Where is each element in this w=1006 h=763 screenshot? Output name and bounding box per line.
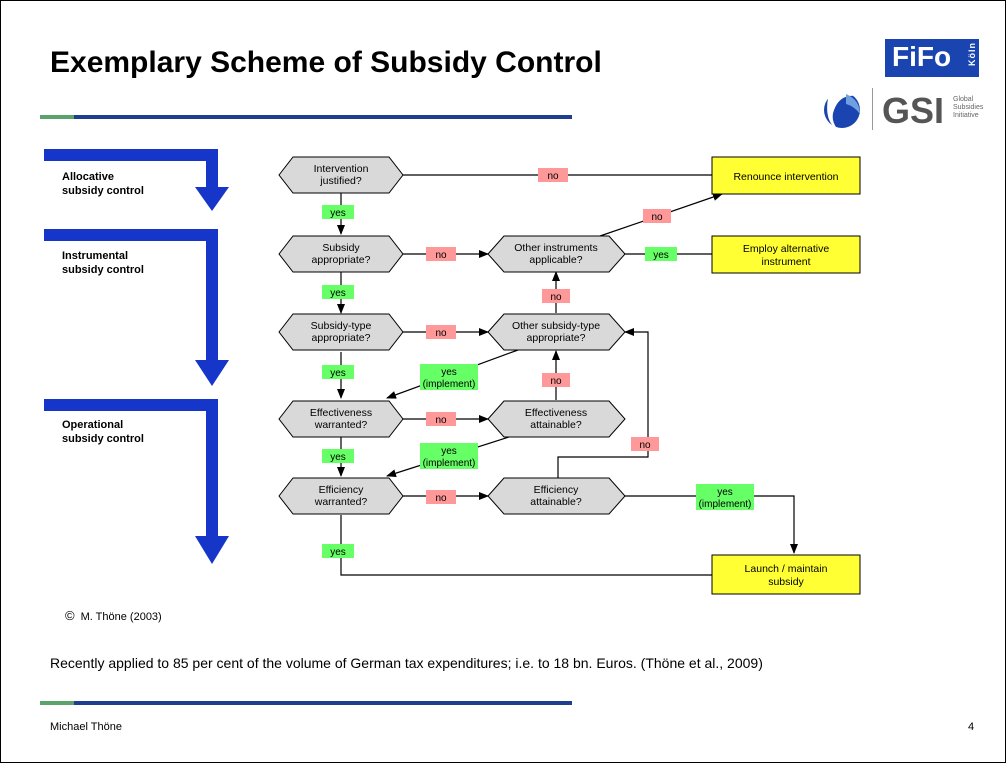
outcome-text: subsidy (768, 576, 804, 588)
footer-rule (40, 701, 572, 705)
decision-efficiency-attainable (487, 477, 626, 515)
edge-label-no (643, 209, 671, 223)
node-text: Other instruments (514, 242, 597, 254)
edge-label-text: yes (653, 250, 669, 261)
outcome-launch-maintain-subsidy (711, 554, 861, 595)
edge-label-no (426, 412, 456, 426)
edge-label-yes (645, 247, 677, 261)
level-label-operational-2: subsidy control (62, 433, 144, 445)
edge-label-text: yes (441, 367, 457, 378)
decision-effectiveness-attainable (487, 400, 626, 438)
node-text: Efficiency (319, 484, 364, 496)
edge-label-no (542, 373, 570, 387)
decision-subsidy-appropriate (278, 235, 404, 273)
edge-label-text: (implement) (423, 379, 476, 390)
edge-label-text: no (435, 250, 447, 261)
outcome-text: Employ alternative (743, 243, 830, 255)
application-note: Recently applied to 85 per cent of the v… (50, 655, 763, 671)
edge-label-yes (322, 365, 354, 379)
edge-label-text: no (435, 415, 447, 426)
node-text: Efficiency (534, 484, 579, 496)
edge-label-text: yes (330, 452, 346, 463)
edge-label-text: yes (330, 208, 346, 219)
edge-label-no (542, 289, 570, 303)
edge-label-text: yes (330, 547, 346, 558)
decision-other-instruments-applicable (487, 235, 626, 273)
level-label-operational: Operational (62, 419, 123, 431)
node-text: justified? (319, 175, 362, 187)
outcome-text: Renounce intervention (733, 171, 838, 183)
edge-label-text: no (639, 440, 651, 451)
edge-label-yes-implement (420, 364, 478, 390)
edge-label-text: no (547, 171, 559, 182)
edge-label-no (631, 437, 659, 451)
node-text: attainable? (530, 419, 582, 431)
decision-intervention-justified (278, 156, 404, 194)
node-text: appropriate? (527, 332, 586, 344)
gsi-globe-icon (824, 90, 860, 130)
node-text: Other subsidy-type (512, 320, 600, 332)
title-rule (40, 115, 572, 119)
decision-other-subsidy-type-appropriate (487, 313, 626, 351)
decision-subsidy-type-appropriate (278, 313, 404, 351)
edge-label-yes-implement (696, 484, 754, 510)
page-number: 4 (968, 721, 975, 733)
node-text: Effectiveness (525, 407, 587, 419)
level-label-instrumental: Instrumental (62, 250, 128, 262)
node-text: Subsidy (322, 242, 360, 254)
edge-label-text: no (651, 212, 663, 223)
edge-label-text: yes (330, 288, 346, 299)
gsi-logo: GSI Global Subsidies Initiative (820, 86, 990, 136)
fifo-logo: FiFo Köln (885, 39, 979, 77)
slide-title: Exemplary Scheme of Subsidy Control (50, 46, 602, 79)
edge-label-text: yes (717, 487, 733, 498)
edge-label-text: no (550, 376, 562, 387)
node-text: applicable? (529, 254, 582, 266)
edge-label-yes-implement (420, 443, 478, 469)
level-arrow-operational (44, 399, 229, 564)
edge-label-text: no (435, 328, 447, 339)
node-text: warranted? (314, 419, 368, 431)
edge-label-text: no (550, 292, 562, 303)
edge-label-yes (322, 285, 354, 299)
decision-effectiveness-warranted (278, 400, 404, 438)
node-text: warranted? (314, 496, 368, 508)
level-label-allocative-2: subsidy control (62, 185, 144, 197)
edge-label-text: yes (441, 446, 457, 457)
level-arrow-allocative (44, 149, 229, 211)
edge-label-no (426, 325, 456, 339)
outcome-employ-alternative-instrument (711, 235, 861, 274)
level-label-allocative: Allocative (62, 171, 114, 183)
level-label-instrumental-2: subsidy control (62, 264, 144, 276)
edge-label-text: yes (330, 368, 346, 379)
edge-label-no (538, 168, 568, 182)
node-text: attainable? (530, 496, 582, 508)
edge-label-text: (implement) (423, 458, 476, 469)
node-text: Intervention (314, 163, 369, 175)
outcome-text: instrument (761, 256, 810, 268)
node-text: Effectiveness (310, 407, 372, 419)
edge-label-text: no (435, 493, 447, 504)
edge-label-no (426, 247, 456, 261)
edge-label-text: (implement) (699, 499, 752, 510)
copyright-notice: ©M. Thöne (2003) (65, 608, 162, 623)
outcome-text: Launch / maintain (745, 563, 828, 575)
outcome-renounce-intervention (711, 156, 861, 195)
edge-label-yes (322, 544, 354, 558)
node-text: appropriate? (312, 332, 371, 344)
edge-label-yes (322, 205, 354, 219)
level-arrow-instrumental (44, 229, 229, 386)
decision-efficiency-warranted (278, 477, 404, 515)
footer-author: Michael Thöne (50, 721, 122, 733)
node-text: appropriate? (312, 254, 371, 266)
edge-label-no (426, 490, 456, 504)
edge-label-yes (322, 449, 354, 463)
node-text: Subsidy-type (311, 320, 372, 332)
